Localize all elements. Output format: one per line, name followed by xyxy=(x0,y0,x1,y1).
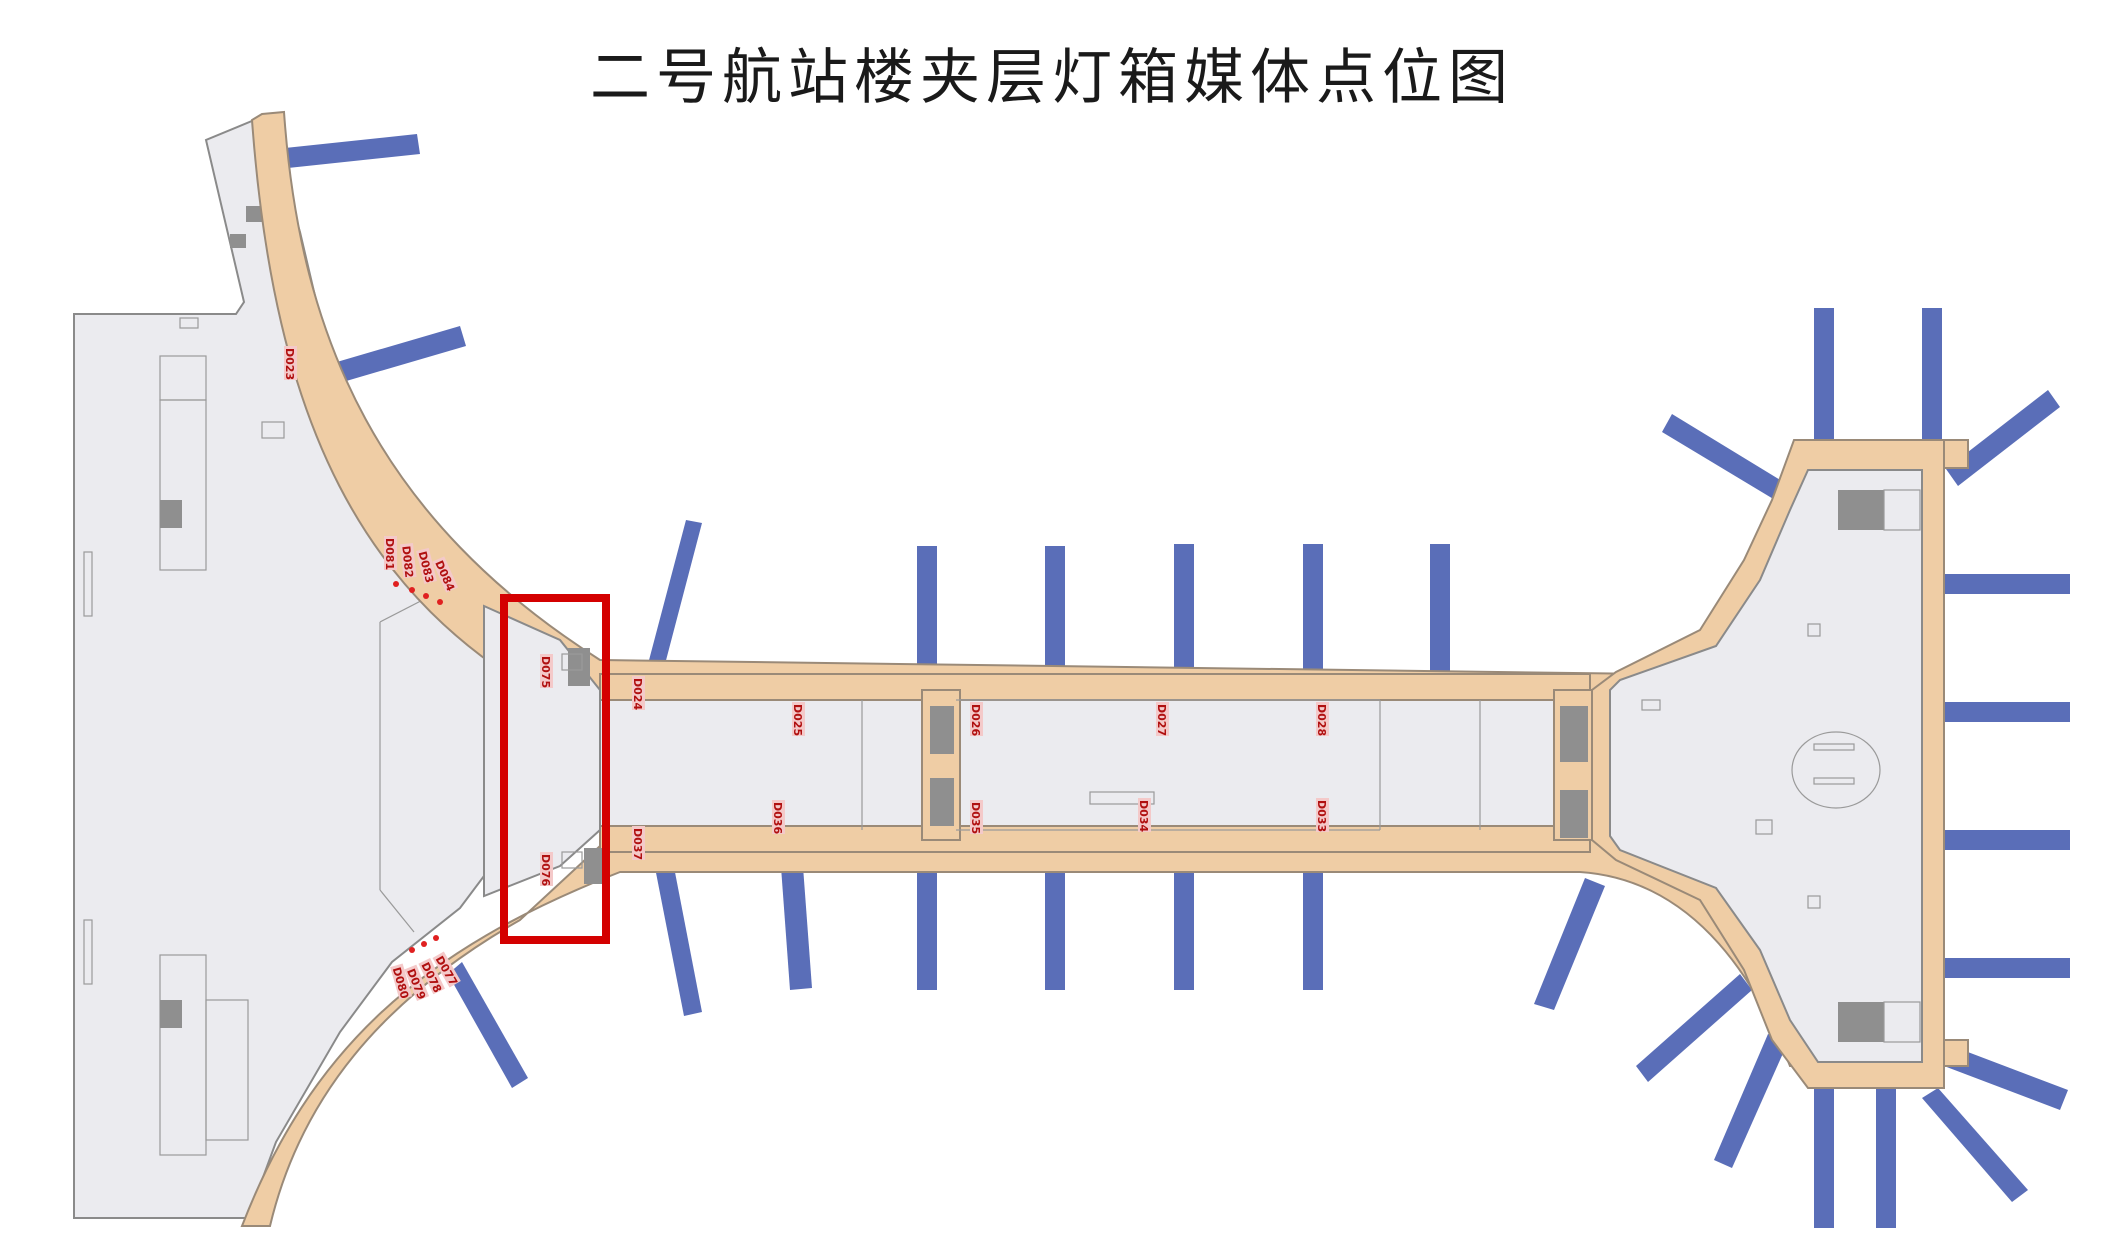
media-point-marker xyxy=(409,947,415,953)
boarding-bridge xyxy=(1922,308,1942,444)
satellite-floor xyxy=(1609,469,1923,1063)
room-block xyxy=(159,399,207,571)
stairwell xyxy=(230,234,246,248)
room-block xyxy=(1755,819,1773,835)
media-point-label: D075 xyxy=(539,656,552,688)
stair-core xyxy=(1838,490,1884,530)
media-point-label: D027 xyxy=(1155,704,1168,736)
escalator xyxy=(1813,777,1855,785)
media-point-label: D033 xyxy=(1315,800,1328,832)
room-block xyxy=(1883,489,1921,531)
boarding-bridge xyxy=(1662,414,1790,503)
media-point-label: D035 xyxy=(969,802,982,834)
stair-core xyxy=(568,648,590,686)
boarding-bridge xyxy=(1922,1088,2028,1202)
media-point-markers xyxy=(393,581,443,953)
boarding-bridge xyxy=(1944,958,2070,978)
boarding-bridge xyxy=(1534,878,1605,1010)
media-point-marker xyxy=(423,593,429,599)
boarding-bridge xyxy=(1174,850,1194,990)
pier-band-top xyxy=(599,673,1591,701)
boarding-bridge xyxy=(1430,544,1450,680)
map-title: 二号航站楼夹层灯箱媒体点位图 xyxy=(590,43,1514,113)
media-point-label: D034 xyxy=(1137,800,1150,832)
media-point-marker xyxy=(433,935,439,941)
media-point-labels: D023 D075 D024 D025 D026 D027 D028 D033 xyxy=(283,346,1329,1001)
stair-core xyxy=(930,706,954,754)
boarding-bridge xyxy=(1045,850,1065,990)
stairwell xyxy=(160,500,182,528)
media-point-label: D024 xyxy=(631,678,644,710)
boarding-bridge xyxy=(650,836,702,1016)
boarding-bridge xyxy=(1944,574,2070,594)
room-block xyxy=(205,999,249,1141)
room-block xyxy=(83,919,93,985)
boarding-bridge xyxy=(285,134,420,168)
boarding-bridge xyxy=(1814,1088,1834,1228)
boarding-bridge xyxy=(1814,308,1834,444)
room-block xyxy=(561,851,583,869)
boarding-bridge xyxy=(1944,830,2070,850)
media-point-label: D037 xyxy=(631,828,644,860)
room-block xyxy=(1807,623,1821,637)
boarding-bridges xyxy=(285,134,2070,1228)
media-point-label: D023 xyxy=(283,348,296,380)
boarding-bridge xyxy=(330,326,466,384)
satellite-terminal xyxy=(1591,439,1945,1089)
central-rotunda xyxy=(1791,731,1881,809)
escalator xyxy=(1813,743,1855,751)
media-point-label: D025 xyxy=(791,704,804,736)
media-point-marker xyxy=(421,941,427,947)
boarding-bridge xyxy=(1946,390,2060,486)
media-point-marker xyxy=(393,581,399,587)
media-point-marker xyxy=(437,599,443,605)
media-point-label: D076 xyxy=(539,854,552,886)
room-block xyxy=(179,317,199,329)
stair-core xyxy=(584,848,606,884)
boarding-bridge xyxy=(1045,546,1065,680)
boarding-bridge xyxy=(448,962,528,1088)
stair-core xyxy=(930,778,954,826)
room-block xyxy=(83,551,93,617)
boarding-bridge xyxy=(917,850,937,990)
boarding-bridge xyxy=(1714,1034,1788,1168)
hall-partition xyxy=(379,889,415,933)
media-point-label: D082 xyxy=(399,545,415,578)
room-block xyxy=(1807,895,1821,909)
media-point-label: D028 xyxy=(1315,704,1328,736)
boarding-bridge xyxy=(1944,702,2070,722)
pier-floor xyxy=(599,689,1575,831)
room-block xyxy=(261,421,285,439)
stairwell xyxy=(246,206,262,222)
escalator xyxy=(1089,791,1155,805)
stair-core xyxy=(1560,790,1588,838)
boarding-bridge xyxy=(1303,544,1323,680)
boarding-bridge xyxy=(917,546,937,680)
stairwell xyxy=(160,1000,182,1028)
media-point-label: D036 xyxy=(771,802,784,834)
stair-core xyxy=(1560,706,1588,762)
boarding-bridge xyxy=(1876,1088,1896,1228)
boarding-bridge xyxy=(1303,850,1323,990)
room-block xyxy=(1641,699,1661,711)
room-block xyxy=(561,653,583,671)
boarding-bridge xyxy=(1174,544,1194,680)
boarding-bridge xyxy=(1944,1046,2068,1110)
boarding-bridge xyxy=(1636,974,1752,1082)
boarding-bridge xyxy=(648,520,702,668)
stair-core xyxy=(1838,1002,1884,1042)
media-point-label: D026 xyxy=(969,704,982,736)
highlight-box xyxy=(500,594,610,944)
media-point-label: D081 xyxy=(383,538,396,570)
media-point-marker xyxy=(409,587,415,593)
room-block xyxy=(1883,1001,1921,1043)
